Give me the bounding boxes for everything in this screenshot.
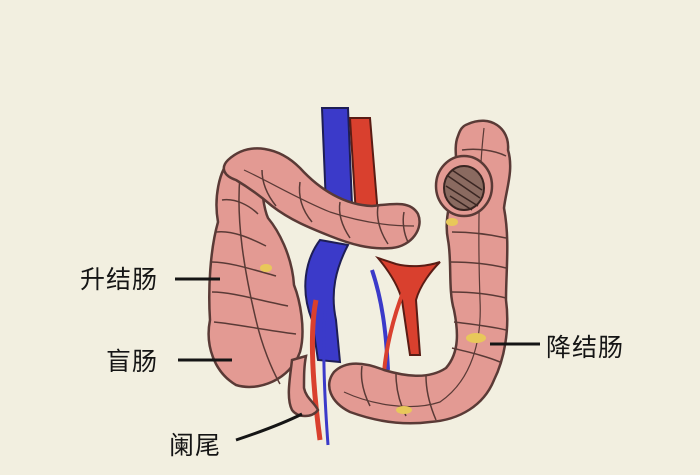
haustra-line <box>376 205 389 245</box>
haustra-line <box>338 201 351 239</box>
fat-spot <box>466 333 486 343</box>
haustra-line <box>211 261 277 277</box>
blood-vessels <box>304 107 441 446</box>
colon-cut-opening <box>434 154 494 218</box>
haustra-line <box>298 181 313 223</box>
label-descending-colon: 降结肠 <box>546 333 625 362</box>
taenia-line <box>243 169 415 227</box>
haustra-line <box>221 198 259 215</box>
fat-spot <box>260 264 272 272</box>
transverse-colon-shape <box>222 147 421 250</box>
haustra-line <box>425 375 437 421</box>
appendix-shape <box>287 354 320 418</box>
leader-lines <box>175 277 540 442</box>
taenia-line <box>238 175 281 385</box>
label-cecum: 盲肠 <box>106 347 159 376</box>
haustra-line <box>461 148 507 157</box>
haustra-line <box>213 321 297 335</box>
haustra-line <box>261 169 277 207</box>
haustra-line <box>451 231 507 239</box>
fat-spot <box>446 218 458 226</box>
transverse-colon-body <box>222 147 421 250</box>
vein-branch-left <box>322 299 330 446</box>
haustra-line <box>451 347 501 363</box>
haustra-line <box>402 211 409 243</box>
haustra-line <box>211 291 289 307</box>
label-ascending-colon: 升结肠 <box>80 265 159 294</box>
label-appendix: 阑尾 <box>169 431 222 460</box>
artery-lower <box>374 255 441 356</box>
artery-upper <box>348 117 380 216</box>
haustra-line <box>360 365 371 407</box>
leader-line-appendix <box>235 412 303 442</box>
artery-branch-left <box>310 299 323 441</box>
fat-spot <box>396 406 412 414</box>
artery-fork-right <box>382 289 406 373</box>
